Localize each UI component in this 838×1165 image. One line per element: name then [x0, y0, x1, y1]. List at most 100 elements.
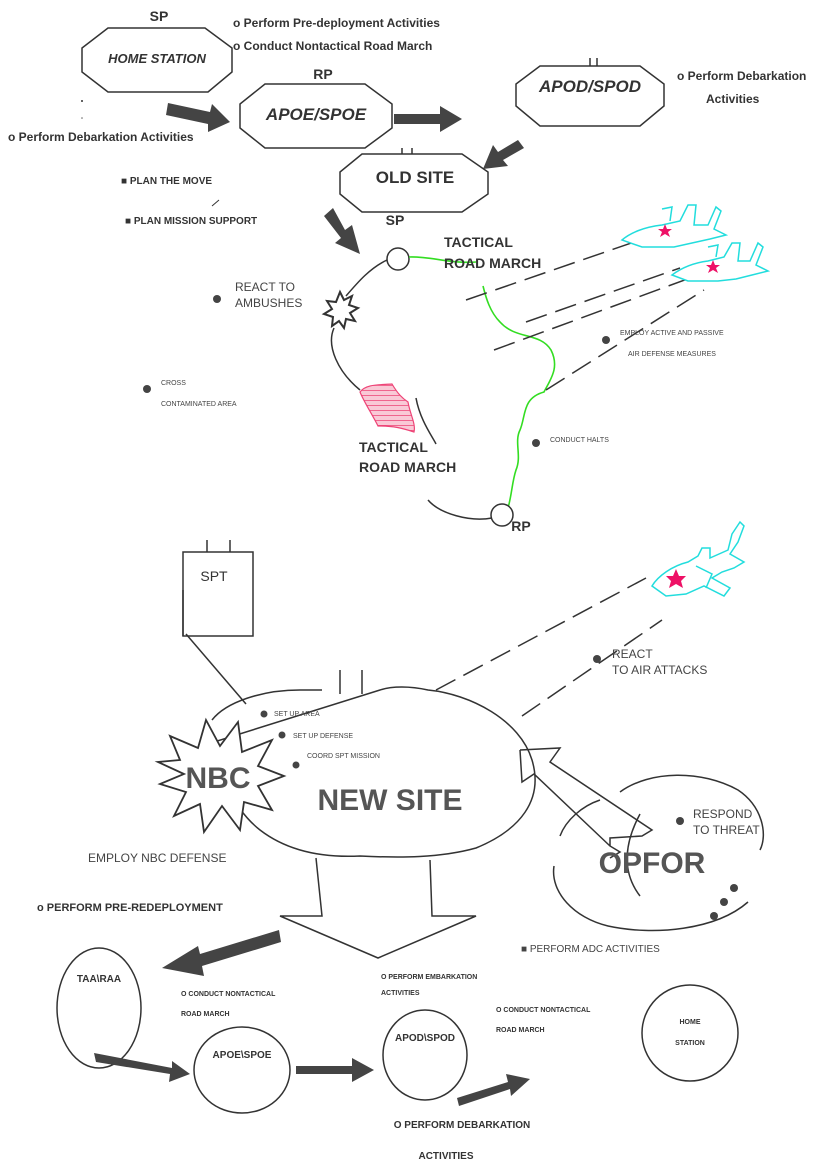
home-station-node	[81, 27, 233, 93]
respond-threat-1: RESPOND	[693, 807, 753, 821]
hazard-area	[359, 383, 415, 433]
tactical-road-march-1b: ROAD MARCH	[444, 255, 541, 271]
explosion-burst-small	[321, 289, 361, 331]
bullet-icon	[593, 655, 601, 663]
ellipsis-dot	[720, 898, 728, 906]
opfor-node	[552, 774, 764, 932]
spt-node	[182, 551, 254, 637]
apoe-spoe-top-node	[239, 83, 393, 149]
plan-the-move-text: ■ PLAN THE MOVE	[121, 176, 212, 187]
perform-debarkation-right-2: Activities	[706, 92, 760, 106]
perform-debarkation-right-1: o Perform Debarkation	[677, 69, 806, 83]
tactical-road-march-1a: TACTICAL	[444, 234, 513, 250]
perform-embarkation-1: O PERFORM EMBARKATION	[381, 974, 477, 981]
opfor-arrow	[519, 747, 654, 859]
react-to-ambushes-1: REACT TO	[235, 280, 295, 294]
set-up-area-text: SET UP AREA	[274, 711, 320, 718]
tactical-road-march-2a: TACTICAL	[359, 439, 428, 455]
react-air-attacks-1: REACT	[612, 647, 653, 661]
rp-route-node	[490, 503, 514, 527]
conduct-nontactical-bottom-1a: O CONDUCT NONTACTICAL	[181, 991, 276, 998]
spt-connector	[185, 633, 247, 705]
apod-spod-bottom-label: APOD\SPOD	[395, 1033, 455, 1044]
conduct-nontactical-top-text: o Conduct Nontactical Road March	[233, 39, 432, 53]
react-to-ambushes-2: AMBUSHES	[235, 296, 302, 310]
taa-raa-label: TAA\RAA	[77, 974, 121, 985]
conduct-nontactical-bottom-2b: ROAD MARCH	[496, 1027, 545, 1034]
spt-label: SPT	[200, 568, 228, 584]
bullet-icon	[676, 817, 684, 825]
plan-mission-support-text: ■ PLAN MISSION SUPPORT	[125, 216, 257, 227]
block-arrow-apod-to-oldsite	[483, 140, 524, 169]
perform-debarkation-bottom-2: ACTIVITIES	[418, 1151, 473, 1162]
react-air-attacks-2: TO AIR ATTACKS	[612, 663, 707, 677]
block-arrow-newsite-down	[279, 857, 477, 959]
perform-debarkation-bottom-1: O PERFORM DEBARKATION	[394, 1120, 530, 1131]
sp-top-label: SP	[150, 8, 169, 24]
attack-lines-top	[465, 239, 705, 391]
perform-pre-redeployment-text: o PERFORM PRE-REDEPLOYMENT	[37, 902, 223, 914]
perform-embarkation-2: ACTIVITIES	[381, 990, 420, 997]
taa-raa-node	[56, 947, 142, 1069]
block-arrow-home-to-apoe	[166, 103, 230, 132]
nbc-label: NBC	[186, 762, 251, 795]
apod-spod-top-label: APOD/SPOD	[538, 77, 641, 96]
tiny-dot	[81, 100, 83, 102]
sp-route-node	[386, 247, 410, 271]
block-arrow-oldsite-down	[324, 208, 360, 254]
block-arrow-apoe-to-apod	[394, 106, 462, 132]
bullet-icon	[213, 295, 221, 303]
coord-spt-mission-text: COORD SPT MISSION	[307, 753, 380, 760]
rp-route-label: RP	[511, 518, 530, 534]
perform-adc-text: ■ PERFORM ADC ACTIVITIES	[521, 944, 660, 955]
apod-spod-top-node	[515, 65, 665, 127]
tiny-dot	[81, 117, 83, 119]
block-arrow-to-taa	[162, 930, 281, 976]
home-station-bottom-node	[641, 984, 739, 1082]
respond-threat-2: TO THREAT	[693, 823, 760, 837]
block-arrow-apod-to-home	[457, 1074, 530, 1106]
opfor-label: OPFOR	[599, 847, 706, 880]
set-up-defense-text: SET UP DEFENSE	[293, 733, 353, 740]
route-black-left	[330, 259, 493, 520]
bullet-icon	[292, 761, 300, 769]
new-site-label: NEW SITE	[317, 784, 462, 817]
aircraft-icon	[651, 520, 746, 597]
home-station-bottom-2: STATION	[675, 1040, 705, 1047]
rp-top-label: RP	[313, 66, 332, 82]
employ-nbc-defense-text: EMPLOY NBC DEFENSE	[88, 851, 226, 865]
aircraft-icon	[620, 204, 729, 248]
apoe-spoe-bottom-node	[193, 1026, 291, 1114]
attack-lines-bottom	[435, 577, 663, 717]
explosion-burst-nbc	[154, 717, 287, 835]
aircraft-icon	[670, 241, 771, 282]
block-arrow-taa-to-apoe	[94, 1053, 190, 1082]
apod-spod-bottom-node	[382, 1009, 468, 1101]
conduct-nontactical-bottom-2a: O CONDUCT NONTACTICAL	[496, 1007, 591, 1014]
bullet-icon	[278, 731, 286, 739]
home-station-bottom-1: HOME	[680, 1019, 701, 1026]
home-station-label: HOME STATION	[108, 51, 206, 66]
new-site-node	[211, 686, 536, 858]
ellipsis-dot	[730, 884, 738, 892]
star-icon	[666, 569, 686, 588]
bullet-icon	[532, 439, 540, 447]
ellipsis-dot	[710, 912, 718, 920]
block-arrow-apoe-to-apod-bottom	[296, 1058, 374, 1082]
star-icon	[706, 260, 720, 273]
conduct-nontactical-bottom-1b: ROAD MARCH	[181, 1011, 230, 1018]
cross-contaminated-2: CONTAMINATED AREA	[161, 401, 237, 408]
old-site-node	[339, 153, 489, 213]
sp-route-label: SP	[386, 212, 405, 228]
star-icon	[658, 224, 672, 237]
employ-air-defense-1: EMPLOY ACTIVE AND PASSIVE	[620, 330, 724, 337]
route-green-top	[408, 256, 477, 264]
apoe-spoe-top-label: APOE/SPOE	[265, 105, 367, 124]
tick-mark	[211, 199, 220, 207]
perform-predeployment-text: o Perform Pre-deployment Activities	[233, 16, 440, 30]
perform-debarkation-left-text: o Perform Debarkation Activities	[8, 130, 194, 144]
bullet-icon	[260, 710, 268, 718]
cross-contaminated-1: CROSS	[161, 380, 186, 387]
employ-air-defense-2: AIR DEFENSE MEASURES	[628, 351, 716, 358]
